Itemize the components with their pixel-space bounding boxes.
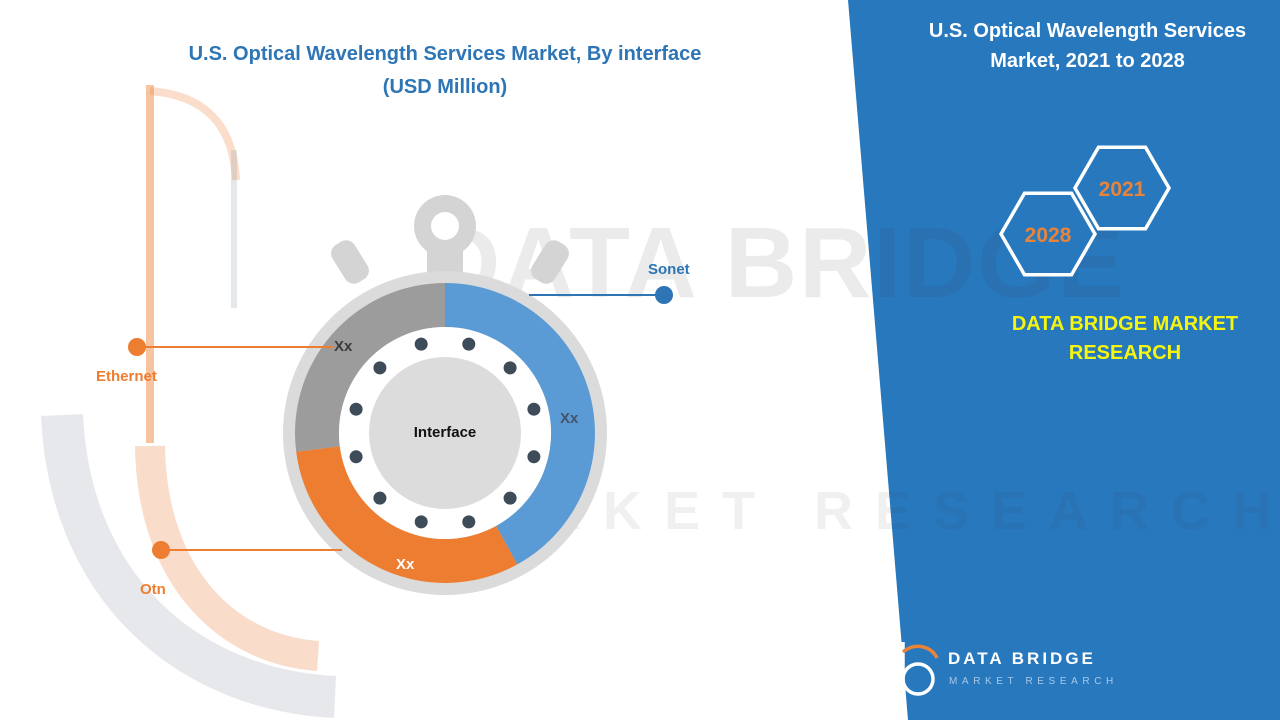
panel-heading: U.S. Optical Wavelength Services Market,… — [928, 20, 1247, 72]
watermark-logo-bar — [231, 150, 237, 308]
chart-title-line1: U.S. Optical Wavelength Services Market,… — [188, 43, 702, 65]
otn-value: Xx — [396, 556, 415, 573]
watermark-swoosh-orange — [135, 445, 320, 671]
ethernet-value: Xx — [334, 338, 353, 355]
watermark-logo-hook — [149, 87, 240, 181]
otn-label: Otn — [140, 581, 166, 598]
ethernet-label: Ethernet — [96, 368, 157, 385]
dial-center-label: Interface — [413, 424, 477, 441]
watermark-swoosh-gray — [41, 413, 337, 718]
sonet-value: Xx — [560, 410, 579, 427]
sonet-label: Sonet — [648, 261, 690, 278]
brand-text: DATA BRIDGE MARKET RESEARCH — [1011, 313, 1239, 364]
chart-title: U.S. Optical Wavelength Services Market,… — [110, 38, 780, 104]
footer-logo-subtitle: MARKET RESEARCH — [949, 676, 1118, 687]
watermark-logo-stem — [146, 85, 154, 443]
chart-title-line2: (USD Million) — [382, 76, 508, 98]
footer-logo-name: DATA BRIDGE — [948, 649, 1096, 668]
